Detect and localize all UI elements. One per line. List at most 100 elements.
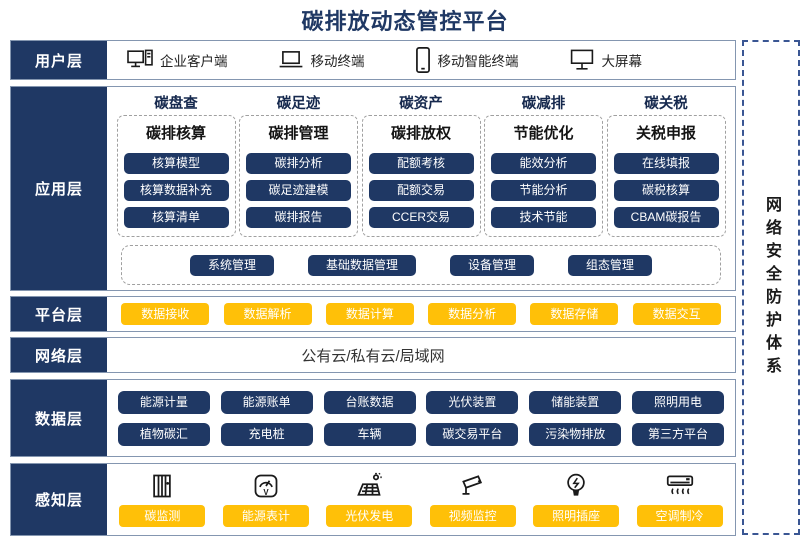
data-source-chip: 能源账单 xyxy=(220,390,313,414)
user-layer: 用户层 企业客户端 xyxy=(10,40,736,80)
data-source-chip: 碳交易平台 xyxy=(426,422,519,446)
data-source-chip: 充电桩 xyxy=(220,422,313,446)
carbon-monitor-icon xyxy=(148,472,176,500)
app-function-chip: 在线填报 xyxy=(613,153,719,174)
common-module-chip: 组态管理 xyxy=(568,254,653,276)
app-column-carbon-asset: 碳资产 碳排放权 配额考核 配额交易 CCER交易 xyxy=(361,90,481,237)
device-item: 大屏幕 xyxy=(569,48,643,72)
cctv-camera-icon xyxy=(459,472,487,500)
device-item: 移动终端 xyxy=(278,49,365,71)
network-cloud-text: 公有云/私有云/局域网 xyxy=(301,347,445,365)
network-layer: 网络层 公有云/私有云/局域网 xyxy=(10,337,736,373)
smartphone-icon xyxy=(415,47,431,73)
platform-chip: 数据接收 xyxy=(121,303,210,325)
app-category: 碳盘查 xyxy=(154,96,198,112)
sensor-label-chip: 视频监控 xyxy=(429,505,516,527)
sensor-item: 碳监测 xyxy=(114,472,210,527)
common-module-chip: 基础数据管理 xyxy=(307,254,416,276)
device-label: 企业客户端 xyxy=(160,54,228,69)
app-module-box: 关税申报 在线填报 碳税核算 CBAM碳报告 xyxy=(606,115,726,237)
data-source-chip: 植物碳汇 xyxy=(117,422,210,446)
common-module-chip: 系统管理 xyxy=(189,254,274,276)
platform-layer-content: 数据接收 数据解析 数据计算 数据分析 数据存储 数据交互 xyxy=(107,297,735,331)
app-module-title: 关税申报 xyxy=(635,125,696,142)
app-function-chip: 能效分析 xyxy=(491,153,596,174)
layer-stack: 用户层 企业客户端 xyxy=(10,40,736,536)
data-source-chip: 光伏装置 xyxy=(426,390,519,414)
app-module-box: 节能优化 能效分析 节能分析 技术节能 xyxy=(484,115,603,237)
app-function-chip: CBAM碳报告 xyxy=(613,207,719,228)
app-columns: 碳盘查 碳排核算 核算模型 核算数据补充 核算清单 碳足迹 碳排管理 碳排分析 xyxy=(113,90,729,237)
air-conditioner-icon xyxy=(665,472,695,500)
sensor-label-chip: 空调制冷 xyxy=(636,505,723,527)
app-module-box: 碳排放权 配额考核 配额交易 CCER交易 xyxy=(361,115,481,237)
app-category: 碳减排 xyxy=(521,96,566,112)
device-label: 移动智能终端 xyxy=(437,54,519,69)
sensor-item: 照明插座 xyxy=(528,472,624,527)
app-column-carbon-inventory: 碳盘查 碳排核算 核算模型 核算数据补充 核算清单 xyxy=(116,90,236,237)
app-function-chip: 碳足迹建模 xyxy=(246,180,351,201)
application-layer-label: 应用层 xyxy=(11,87,107,290)
application-layer-content: 碳盘查 碳排核算 核算模型 核算数据补充 核算清单 碳足迹 碳排管理 碳排分析 xyxy=(107,87,735,290)
platform-chip: 数据分析 xyxy=(428,303,517,325)
data-source-chip: 能源计量 xyxy=(117,390,210,414)
device-label: 移动终端 xyxy=(310,54,365,69)
app-function-chip: 核算数据补充 xyxy=(123,180,229,201)
sensor-label-chip: 能源表计 xyxy=(222,505,309,527)
page-title: 碳排放动态管控平台 xyxy=(301,9,509,34)
app-function-chip: 碳税核算 xyxy=(613,180,719,201)
app-category: 碳关税 xyxy=(644,96,688,112)
security-panel-text: 网络安全防护体系 xyxy=(763,195,780,380)
app-category: 碳资产 xyxy=(399,96,443,112)
application-layer: 应用层 碳盘查 碳排核算 核算模型 核算数据补充 核算清单 碳足迹 xyxy=(10,86,736,291)
desktop-pc-icon xyxy=(127,48,153,72)
app-column-carbon-reduction: 碳减排 节能优化 能效分析 节能分析 技术节能 xyxy=(484,90,603,237)
security-panel: 网络安全防护体系 xyxy=(742,40,800,535)
app-module-title: 节能优化 xyxy=(513,125,574,142)
app-function-chip: 核算清单 xyxy=(123,207,229,228)
app-column-carbon-footprint: 碳足迹 碳排管理 碳排分析 碳足迹建模 碳排报告 xyxy=(239,90,358,237)
sensor-label-chip: 光伏发电 xyxy=(326,505,413,527)
device-label: 大屏幕 xyxy=(601,54,643,69)
solar-panel-icon xyxy=(355,472,383,500)
data-source-row: 能源计量 能源账单 台账数据 光伏装置 储能装置 照明用电 xyxy=(107,390,735,414)
meter-v-glyph: V xyxy=(263,488,269,497)
sensor-label-chip: 碳监测 xyxy=(119,505,206,527)
platform-chip: 数据存储 xyxy=(530,303,619,325)
sensor-item: V 能源表计 xyxy=(218,472,314,527)
platform-layer-label: 平台层 xyxy=(11,297,107,331)
app-function-chip: 配额交易 xyxy=(368,180,474,201)
app-module-title: 碳排管理 xyxy=(268,125,329,142)
sensor-item: 光伏发电 xyxy=(321,472,417,527)
app-function-chip: 配额考核 xyxy=(368,153,474,174)
app-function-chip: 碳排报告 xyxy=(246,207,351,228)
app-module-title: 碳排放权 xyxy=(390,125,451,142)
data-layer: 数据层 能源计量 能源账单 台账数据 光伏装置 储能装置 照明用电 植物碳汇 充… xyxy=(10,379,736,457)
app-module-title: 碳排核算 xyxy=(145,125,206,142)
data-source-chip: 台账数据 xyxy=(323,390,416,414)
app-function-chip: 节能分析 xyxy=(491,180,596,201)
app-column-carbon-tariff: 碳关税 关税申报 在线填报 碳税核算 CBAM碳报告 xyxy=(606,90,726,237)
sensor-item: 空调制冷 xyxy=(632,472,728,527)
platform-layer: 平台层 数据接收 数据解析 数据计算 数据分析 数据存储 数据交互 xyxy=(10,296,736,332)
data-source-row: 植物碳汇 充电桩 车辆 碳交易平台 污染物排放 第三方平台 xyxy=(107,422,735,446)
platform-chip: 数据计算 xyxy=(325,303,414,325)
sensor-item: 视频监控 xyxy=(425,472,521,527)
perception-layer: 感知层 碳监测 xyxy=(10,463,736,536)
app-function-chip: 技术节能 xyxy=(491,207,596,228)
data-source-chip: 储能装置 xyxy=(529,390,622,414)
perception-layer-content: 碳监测 V 能源表计 xyxy=(107,464,735,535)
platform-chip: 数据解析 xyxy=(223,303,312,325)
network-layer-content: 公有云/私有云/局域网 xyxy=(107,338,735,372)
big-screen-icon xyxy=(569,48,595,72)
app-function-chip: 核算模型 xyxy=(123,153,229,174)
app-function-chip: 碳排分析 xyxy=(246,153,351,174)
platform-chip: 数据交互 xyxy=(632,303,721,325)
device-item: 企业客户端 xyxy=(127,48,228,72)
app-module-box: 碳排核算 核算模型 核算数据补充 核算清单 xyxy=(116,115,236,237)
device-item: 移动智能终端 xyxy=(415,47,519,73)
data-source-chip: 污染物排放 xyxy=(529,422,622,446)
user-layer-label: 用户层 xyxy=(11,41,107,79)
app-category: 碳足迹 xyxy=(276,96,321,112)
